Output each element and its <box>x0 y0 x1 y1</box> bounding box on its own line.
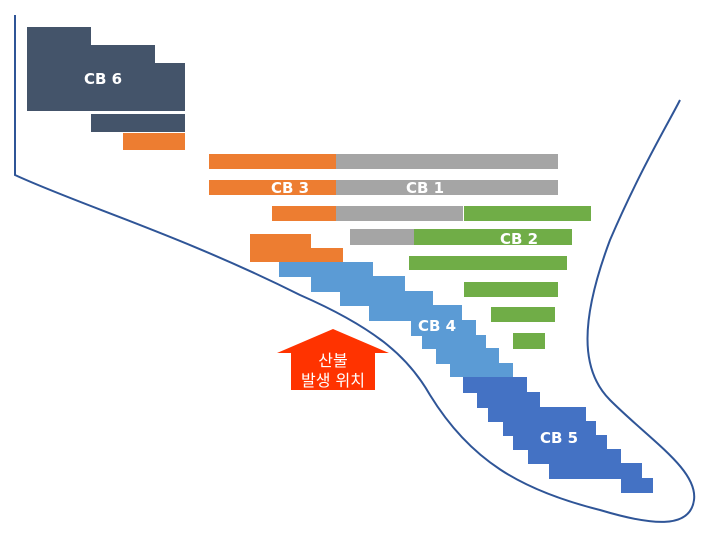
cb2-block <box>409 206 591 349</box>
cb5-label: CB 5 <box>540 429 578 447</box>
cb2-label: CB 2 <box>500 230 538 248</box>
cb3-block <box>209 154 343 262</box>
slope-outline <box>14 15 696 523</box>
cb5-block <box>463 377 653 493</box>
cb1-block <box>336 154 558 245</box>
fire-location-arrow <box>277 329 389 390</box>
fire-label-line1: 산불 <box>318 351 347 370</box>
cb3-label: CB 3 <box>271 179 309 197</box>
fire-label-line2: 발생 위치 <box>301 371 365 390</box>
cb4-block <box>279 262 513 377</box>
cb3-block <box>123 133 185 150</box>
cb1-label: CB 1 <box>406 179 444 197</box>
cb6-block <box>27 27 185 132</box>
cb6-label: CB 6 <box>84 70 122 88</box>
cb4-label: CB 4 <box>418 317 456 335</box>
